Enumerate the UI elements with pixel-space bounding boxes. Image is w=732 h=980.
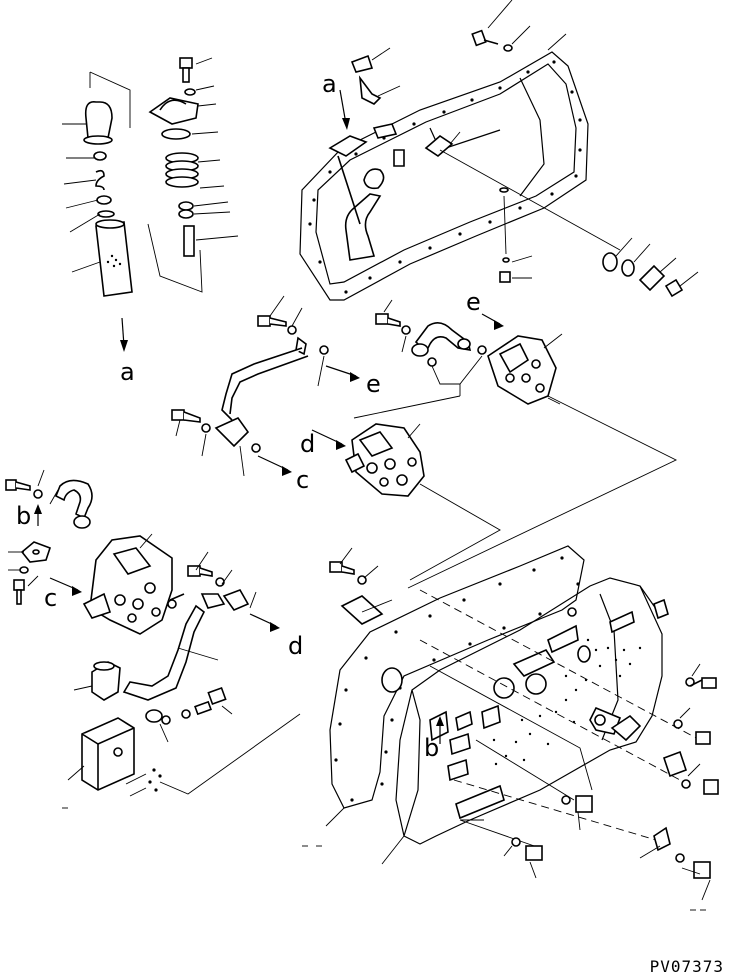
ref-letter-a: a — [120, 358, 135, 386]
ref-letter-b: b — [16, 502, 32, 530]
ref-letter-d: d — [300, 430, 316, 458]
drawing-number: PV07373 — [649, 957, 724, 976]
ref-letter-b: b — [424, 734, 440, 762]
filter-assembly — [62, 71, 133, 352]
ref-letter-c: c — [44, 584, 58, 612]
ref-letter-a: a — [322, 70, 337, 98]
pump-assembly — [5, 469, 280, 701]
valve-block-e — [353, 299, 678, 589]
ref-letter-e: e — [366, 370, 381, 398]
right-bolts — [503, 663, 719, 901]
ref-letter-c: c — [296, 466, 310, 494]
ref-letter-e: e — [466, 288, 481, 316]
transmission-case — [62, 545, 719, 911]
valve-assembly — [147, 57, 239, 293]
pipe-middle-upper — [171, 295, 360, 477]
ref-letter-d: d — [288, 632, 304, 660]
top-cover-plate — [299, 0, 699, 301]
bottom-left-block — [67, 661, 301, 797]
valve-block-d — [311, 423, 501, 581]
